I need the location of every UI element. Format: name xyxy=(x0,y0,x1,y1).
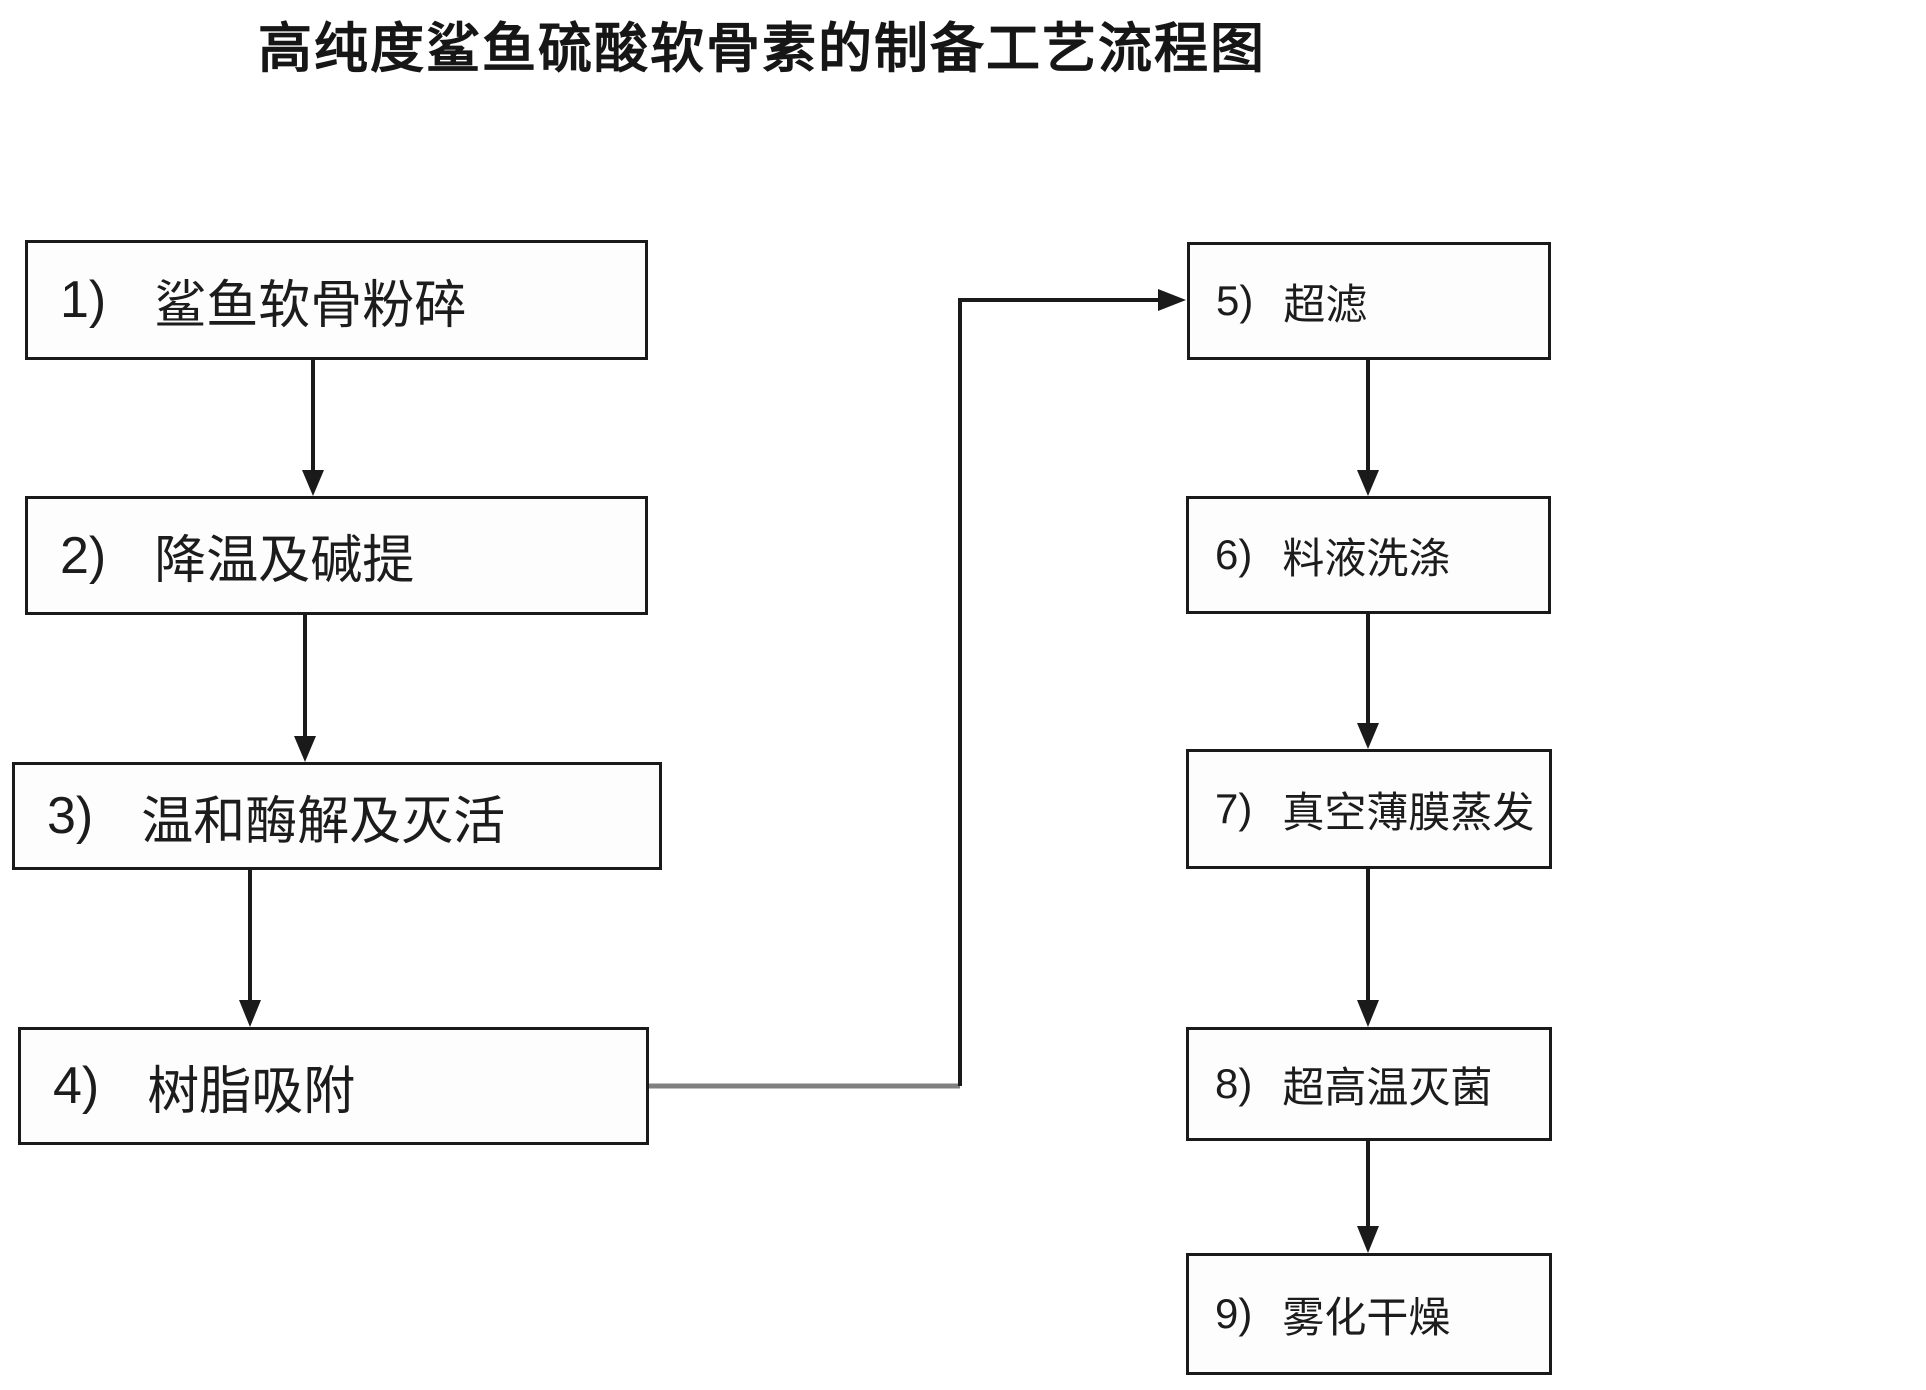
arrow-6-to-7 xyxy=(1357,614,1379,749)
step-number: 4) xyxy=(53,1057,100,1115)
flowchart-title: 高纯度鲨鱼硫酸软骨素的制备工艺流程图 xyxy=(258,19,1266,79)
step-label: 真空薄膜蒸发 xyxy=(1282,788,1535,836)
flow-step-7-vacuum-thin-film-evaporation: 7) 真空薄膜蒸发 xyxy=(1186,749,1552,869)
arrowhead-down-icon xyxy=(302,470,324,496)
arrow-7-to-8 xyxy=(1357,869,1379,1027)
flow-step-2-cooling-alkali-extraction: 2) 降温及碱提 xyxy=(25,496,648,615)
flow-step-5-ultrafiltration: 5) 超滤 xyxy=(1187,242,1551,360)
step-label: 温和酶解及灭活 xyxy=(141,792,506,851)
arrowhead-down-icon xyxy=(1357,723,1379,749)
step-number: 3) xyxy=(47,787,94,845)
arrowhead-right-icon xyxy=(1158,289,1186,311)
flow-step-4-resin-adsorption: 4) 树脂吸附 xyxy=(18,1027,649,1145)
step-number: 2) xyxy=(60,526,107,585)
step-label: 树脂吸附 xyxy=(147,1062,356,1121)
step-label: 料液洗涤 xyxy=(1282,534,1451,582)
arrow-2-to-3 xyxy=(294,615,316,762)
flow-step-9-spray-drying: 9) 雾化干燥 xyxy=(1186,1253,1552,1375)
step-number: 6) xyxy=(1215,531,1253,578)
arrow-3-to-4 xyxy=(239,870,261,1027)
step-label: 降温及碱提 xyxy=(154,532,415,590)
arrowhead-down-icon xyxy=(1357,470,1379,496)
step-number: 5) xyxy=(1216,277,1254,324)
step-label: 超滤 xyxy=(1283,280,1368,328)
step-label: 鲨鱼软骨粉碎 xyxy=(154,276,467,335)
step-number: 9) xyxy=(1215,1290,1253,1337)
step-label: 雾化干燥 xyxy=(1282,1293,1451,1341)
step-number: 8) xyxy=(1215,1060,1253,1107)
arrowhead-down-icon xyxy=(1357,1226,1379,1253)
step-label: 超高温灭菌 xyxy=(1282,1063,1493,1111)
step-number: 7) xyxy=(1215,785,1253,832)
arrowhead-down-icon xyxy=(294,736,316,762)
step-number: 1) xyxy=(60,271,107,329)
arrow-1-to-2 xyxy=(302,358,324,496)
arrowhead-down-icon xyxy=(1357,1000,1379,1027)
flow-step-3-mild-enzymolysis-inactivation: 3) 温和酶解及灭活 xyxy=(12,762,662,870)
connector-4-to-5 xyxy=(649,289,1186,1089)
arrowhead-down-icon xyxy=(239,1000,261,1027)
arrow-8-to-9 xyxy=(1357,1141,1379,1253)
arrow-5-to-6 xyxy=(1357,360,1379,496)
flow-step-1-shark-cartilage-crushing: 1) 鲨鱼软骨粉碎 xyxy=(25,240,648,360)
flow-step-6-feed-liquid-washing: 6) 料液洗涤 xyxy=(1186,496,1551,614)
flow-step-8-uht-sterilization: 8) 超高温灭菌 xyxy=(1186,1027,1552,1141)
